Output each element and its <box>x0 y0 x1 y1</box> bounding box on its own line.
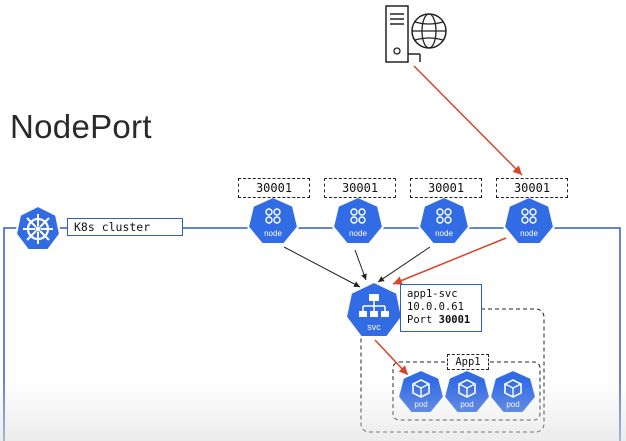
svc-to-pod-traffic-arrow <box>374 339 409 376</box>
node-icon-label: node <box>264 229 282 238</box>
node-icon: node <box>331 195 385 245</box>
node-port-label: 30001 <box>410 178 482 198</box>
pod-icon-label: pod <box>414 400 427 409</box>
node-icon-label: node <box>520 229 538 238</box>
node-icon: node <box>417 195 471 245</box>
node-port-label: 30001 <box>238 178 310 198</box>
server-icon <box>385 5 421 63</box>
service-icon: svc <box>344 280 404 338</box>
service-port-value: 30001 <box>438 314 471 326</box>
pod-icon-label: pod <box>506 400 519 409</box>
service-ip: 10.0.0.61 <box>407 301 464 313</box>
service-port: Port 30001 <box>407 314 481 327</box>
node-to-svc-arrow <box>354 249 367 281</box>
node-icon: node <box>246 195 300 245</box>
node-port-label: 30001 <box>496 178 568 198</box>
service-port-prefix: Port <box>407 314 433 326</box>
service-icon-label: svc <box>367 322 381 332</box>
node-icon-label: node <box>435 229 453 238</box>
app-label: App1 <box>447 354 489 370</box>
cluster-label: K8s cluster <box>67 218 183 236</box>
pod-icon-label: pod <box>460 400 473 409</box>
node-icon-label: node <box>349 229 367 238</box>
pod-icon: pod <box>442 368 492 414</box>
globe-icon <box>411 13 447 49</box>
external-traffic-arrow <box>413 65 523 176</box>
service-info-box: app1-svc 10.0.0.61 Port 30001 <box>400 284 482 332</box>
pod-icon: pod <box>396 368 446 414</box>
cluster-boundary <box>3 227 621 441</box>
service-name: app1-svc <box>407 288 458 300</box>
pod-icon: pod <box>488 368 538 414</box>
node-icon: node <box>502 195 556 245</box>
node-to-svc-arrow <box>283 246 361 288</box>
service-group-boundary <box>360 308 545 433</box>
node-to-svc-traffic-arrow <box>392 237 507 285</box>
page-title: NodePort <box>10 108 152 145</box>
node-port-label: 30001 <box>324 178 396 198</box>
kubernetes-wheel-icon <box>14 204 62 251</box>
node-to-svc-arrow <box>377 246 431 283</box>
